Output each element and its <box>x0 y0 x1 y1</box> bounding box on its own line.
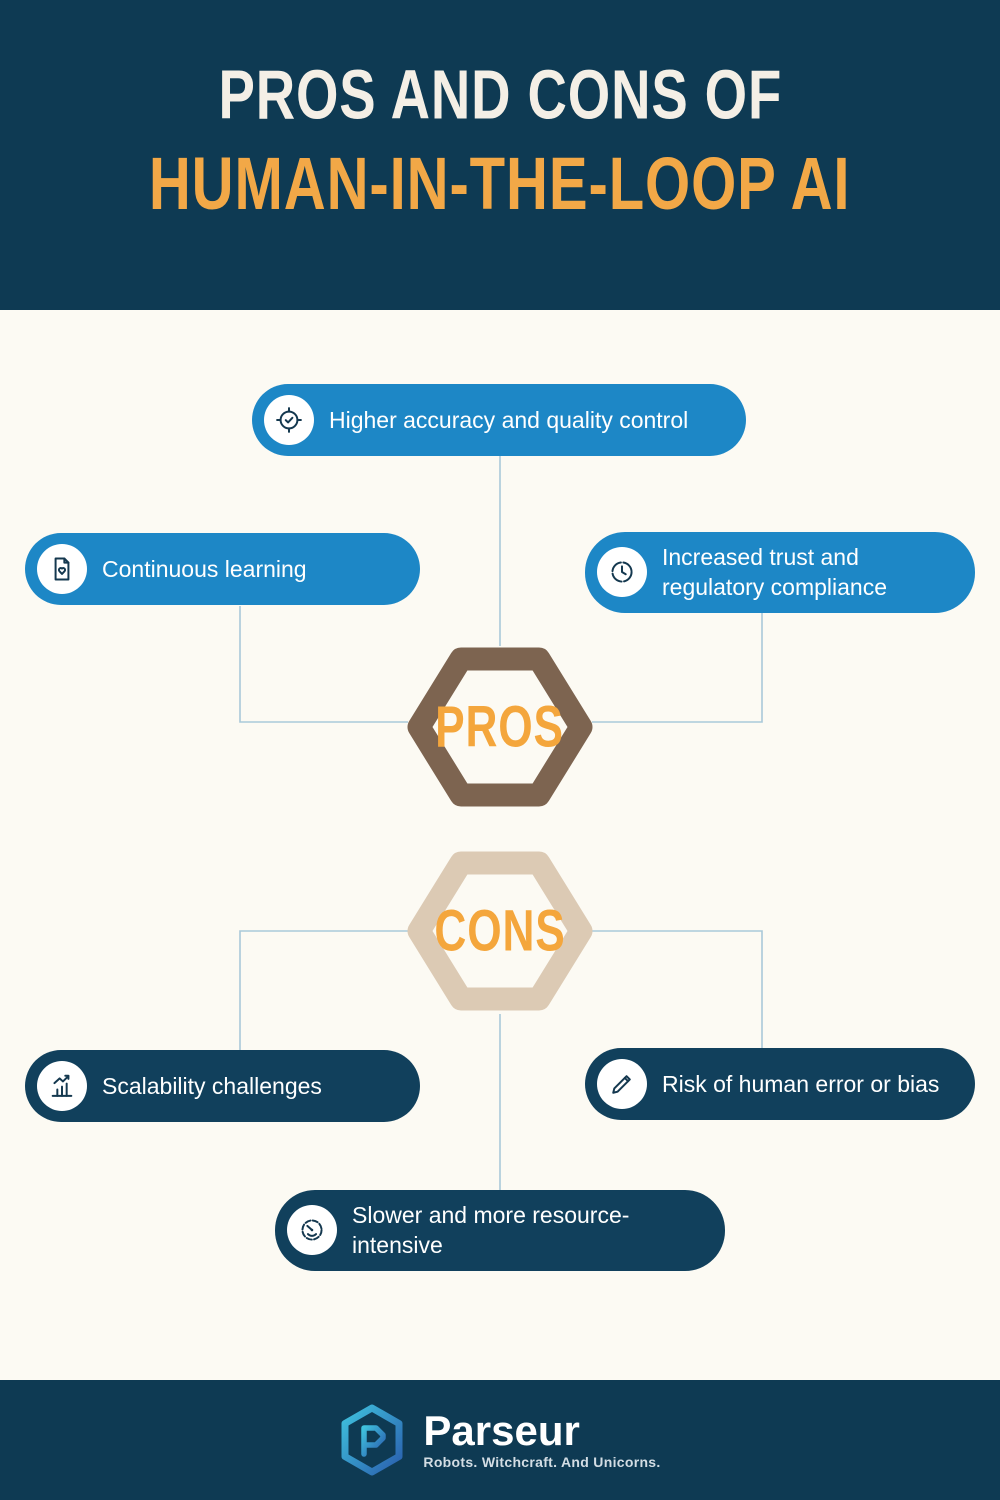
page-title-line2: HUMAN-IN-THE-LOOP AI <box>149 141 851 224</box>
pros-hex-label: PROS <box>435 694 565 760</box>
pencil-icon <box>597 1059 647 1109</box>
growth-chart-icon <box>37 1061 87 1111</box>
clock-icon <box>597 547 647 598</box>
brand-name: Parseur <box>423 1407 580 1454</box>
brand-tagline: Robots. Witchcraft. And Unicorns. <box>423 1454 661 1470</box>
target-check-icon <box>264 395 314 445</box>
cons-item-label: Slower and more resource-intensive <box>352 1202 630 1259</box>
pros-item-label: Increased trust and regulatory complianc… <box>662 544 888 601</box>
pros-item-accuracy: Higher accuracy and quality control <box>252 384 746 456</box>
cons-item-human-error: Risk of human error or bias <box>585 1048 975 1120</box>
cons-hexagon: CONS <box>405 846 595 1016</box>
cons-item-scalability: Scalability challenges <box>25 1050 420 1122</box>
gauge-icon <box>287 1205 337 1256</box>
cons-item-slower: Slower and more resource-intensive <box>275 1190 725 1271</box>
cons-hex-label: CONS <box>434 898 566 964</box>
pros-item-trust: Increased trust and regulatory complianc… <box>585 532 975 613</box>
hexagon-outline-beige <box>407 851 593 1011</box>
pros-hexagon: PROS <box>405 642 595 812</box>
document-heart-icon <box>37 544 87 594</box>
footer-banner: Parseur Robots. Witchcraft. And Unicorns… <box>0 1380 1000 1500</box>
cons-item-label: Risk of human error or bias <box>662 1070 940 1097</box>
page-title-line1: PROS AND CONS OF <box>218 56 782 134</box>
header-banner: PROS AND CONS OF HUMAN-IN-THE-LOOP AI <box>0 0 1000 310</box>
parseur-logo-icon <box>341 1404 403 1476</box>
hexagon-outline-brown <box>407 647 593 807</box>
cons-item-label: Scalability challenges <box>102 1072 322 1099</box>
pros-item-label: Continuous learning <box>102 555 307 582</box>
pros-item-learning: Continuous learning <box>25 533 420 605</box>
pros-item-label: Higher accuracy and quality control <box>329 406 689 433</box>
